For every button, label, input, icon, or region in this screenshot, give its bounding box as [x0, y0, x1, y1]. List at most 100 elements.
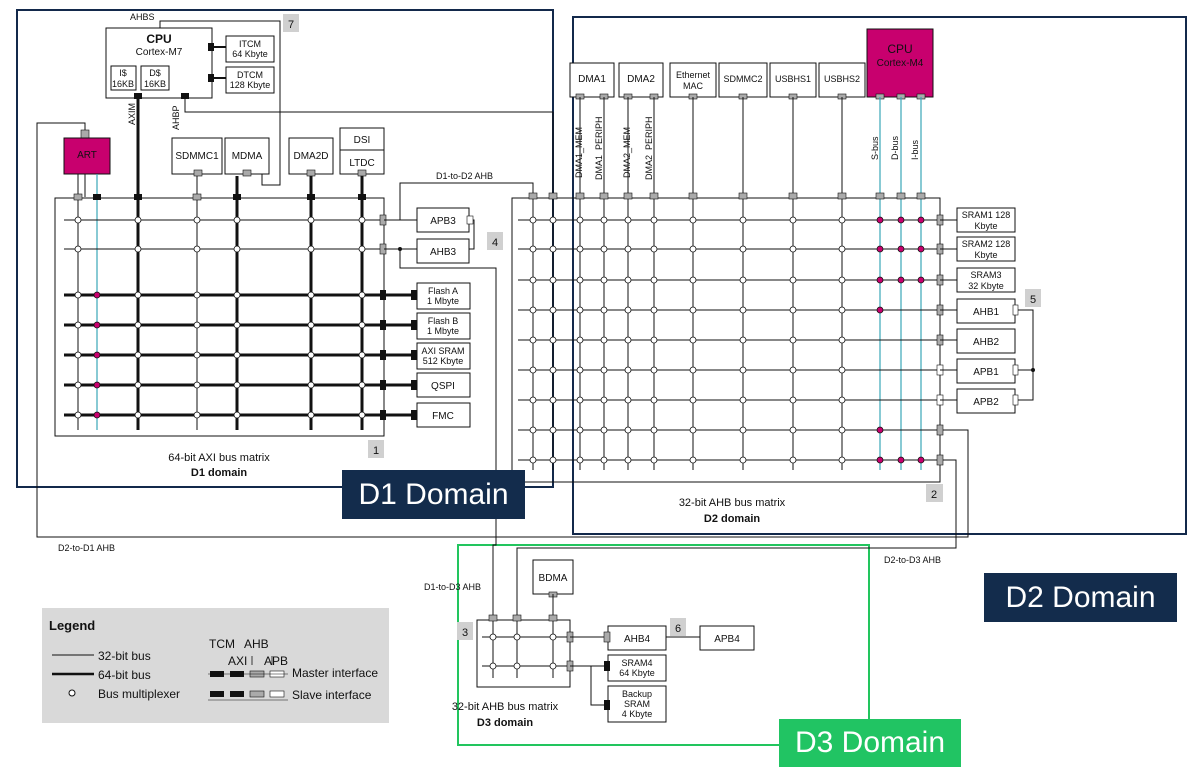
legend-32bit: 32-bit bus — [98, 649, 151, 663]
legend-slave: Slave interface — [292, 688, 372, 702]
legend-apb: APB — [264, 654, 289, 668]
d2-to-d3-label: D2-to-D3 AHB — [884, 555, 941, 565]
bus-mux-node — [624, 396, 632, 404]
usbhs1-block — [769, 62, 817, 98]
d2-to-d1-label: D2-to-D1 AHB — [58, 543, 115, 553]
bus-mux-node — [600, 366, 608, 374]
bus-mux-node — [600, 216, 608, 224]
bus-mux-node — [529, 396, 537, 404]
d2-matrix-grid — [518, 97, 940, 470]
apb1-block — [956, 358, 1016, 384]
bus-mux-node — [689, 336, 697, 344]
sbus-label: S-bus — [870, 136, 880, 160]
legend-symbols — [52, 654, 288, 701]
bus-mux-node — [600, 336, 608, 344]
sdmmc2-block — [718, 62, 768, 98]
bus-mux-node — [600, 396, 608, 404]
bus-mux-node — [576, 276, 584, 284]
icache-size: 16KB — [112, 79, 134, 89]
bus-mux-node — [650, 426, 658, 434]
art-label: ART — [77, 150, 97, 161]
bus-mux-node — [529, 276, 537, 284]
bus-mux-node — [358, 351, 366, 359]
ahb2-block — [956, 328, 1016, 354]
dsi-label: DSI — [354, 135, 371, 146]
badge-2 — [926, 484, 943, 502]
bus-mux-node — [307, 216, 315, 224]
bus-mux-node — [307, 411, 315, 419]
dma1-periph-label: DMA1_PERIPH — [594, 116, 604, 180]
bus-mux-node — [876, 426, 884, 434]
svg-text:1: 1 — [373, 445, 379, 457]
bus-mux-node — [917, 456, 925, 464]
bus-mux-node — [513, 633, 521, 641]
bus-mux-node — [307, 381, 315, 389]
bus-mux-node — [193, 381, 201, 389]
bus-mux-node — [529, 456, 537, 464]
bus-mux-node — [838, 245, 846, 253]
backup-sram-label2: SRAM — [624, 699, 650, 709]
bus-mux-node — [74, 245, 82, 253]
bus-mux-node — [193, 245, 201, 253]
bus-mux-node — [739, 336, 747, 344]
d1-to-d3-label: D1-to-D3 AHB — [424, 582, 481, 592]
flash-b-label: Flash B — [428, 316, 459, 326]
ahb3-block — [416, 238, 470, 264]
bus-mux-node — [689, 426, 697, 434]
bus-mux-node — [134, 381, 142, 389]
sram1-size: Kbyte — [974, 221, 997, 231]
bus-mux-node — [876, 216, 884, 224]
badges: 1 2 3 4 5 6 7 — [283, 14, 1041, 640]
bus-mux-node — [74, 216, 82, 224]
usbhs2-block — [818, 62, 866, 98]
dma2-block — [618, 62, 664, 98]
bus-mux-node — [74, 321, 82, 329]
bus-mux-node — [233, 351, 241, 359]
icache-label: I$ — [119, 68, 127, 78]
bus-mux-node — [549, 336, 557, 344]
svg-text:6: 6 — [675, 623, 681, 635]
apb3-block — [416, 207, 470, 233]
bus-mux-node — [838, 366, 846, 374]
bus-mux-node — [624, 366, 632, 374]
d1-to-d2-label: D1-to-D2 AHB — [436, 171, 493, 181]
dma1-label: DMA1 — [578, 74, 606, 85]
dma2d-label: DMA2D — [293, 151, 328, 162]
bus-mux-node — [134, 321, 142, 329]
cpu-m7-title: CPU — [146, 32, 171, 46]
bus-mux-node — [233, 245, 241, 253]
bus-mux-node — [624, 276, 632, 284]
bus-mux-node — [576, 245, 584, 253]
bus-mux-node — [838, 306, 846, 314]
dma1-block — [569, 62, 615, 98]
d2-domain-frame — [572, 16, 1187, 535]
icache-block — [110, 65, 137, 91]
bus-mux-node — [307, 321, 315, 329]
bus-mux-node — [789, 245, 797, 253]
bus-mux-node — [549, 633, 557, 641]
d3-domain-banner: D3 Domain — [779, 719, 961, 767]
bus-mux-node — [689, 216, 697, 224]
bus-mux-node — [650, 306, 658, 314]
apb1-label: APB1 — [973, 367, 999, 378]
bus-mux-node — [233, 291, 241, 299]
bus-mux-node — [876, 456, 884, 464]
bus-mux-node — [307, 291, 315, 299]
bus-mux-node — [358, 321, 366, 329]
sram1-block — [956, 207, 1016, 233]
bus-mux-node — [739, 456, 747, 464]
bus-mux-node — [917, 245, 925, 253]
d1-mux-nodes — [74, 216, 366, 419]
svg-text:3: 3 — [462, 627, 468, 639]
cpu-m4-title: CPU — [887, 42, 912, 56]
badge-7 — [283, 14, 299, 32]
bus-mux-node — [876, 276, 884, 284]
bus-mux-node — [838, 276, 846, 284]
art-block — [63, 137, 111, 175]
bus-mux-node — [689, 306, 697, 314]
bus-mux-node — [600, 306, 608, 314]
bus-mux-node — [549, 306, 557, 314]
bus-mux-node — [739, 396, 747, 404]
eth-label: Ethernet — [676, 70, 711, 80]
bus-mux-node — [789, 366, 797, 374]
